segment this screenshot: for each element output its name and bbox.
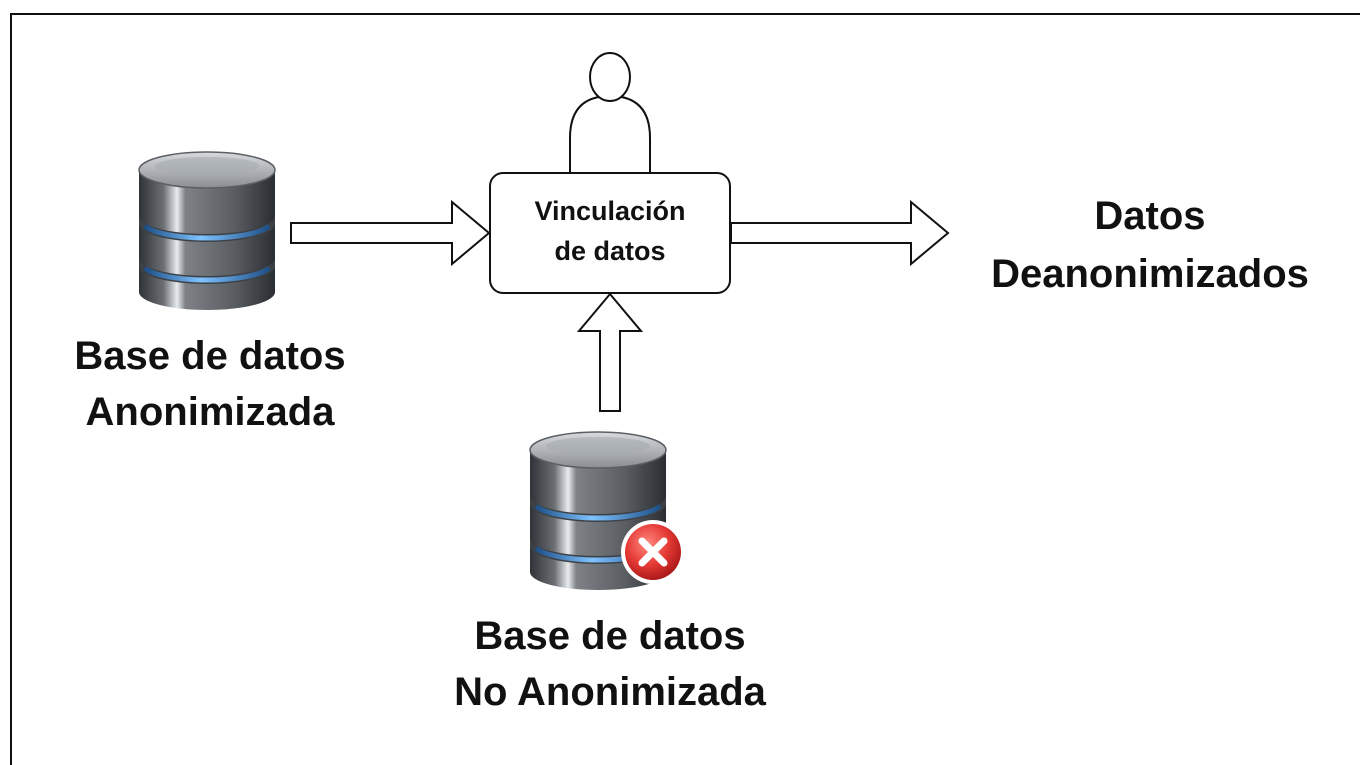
auxiliary-db-label-line1: Base de datos — [474, 614, 746, 658]
process-label-line2: de datos — [554, 236, 666, 266]
error-badge-icon — [621, 520, 685, 584]
database-icon — [138, 151, 276, 310]
output-label-line2: Deanonimizados — [991, 252, 1309, 296]
process-label-line1: Vinculación — [534, 196, 686, 226]
arrow-process-to-output — [730, 199, 950, 267]
diagram-frame — [10, 13, 1360, 765]
arrow-auxiliary-to-process — [576, 292, 644, 412]
process-node — [489, 172, 731, 294]
output-label-line1: Datos — [1094, 194, 1206, 238]
person-icon — [569, 52, 651, 172]
auxiliary-db-label-line2: No Anonimizada — [454, 670, 766, 714]
arrow-source-to-process — [290, 199, 491, 267]
source-db-label-line1: Base de datos — [74, 334, 346, 378]
database-error-icon — [529, 431, 685, 590]
source-db-label-line2: Anonimizada — [85, 390, 335, 434]
